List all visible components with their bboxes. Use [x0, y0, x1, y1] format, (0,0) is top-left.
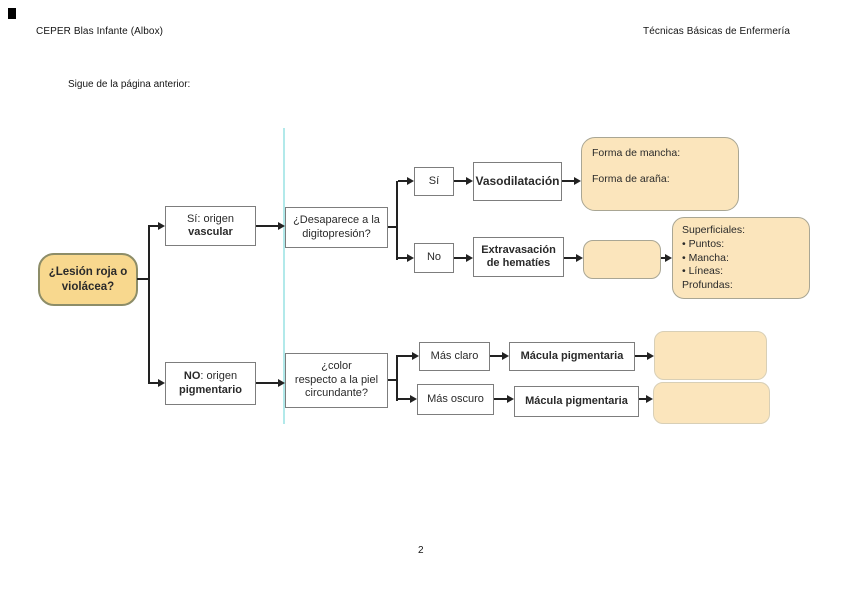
connector-line [454, 257, 466, 259]
connector-line [148, 225, 158, 227]
connector-line [454, 180, 466, 182]
node-si-origen-vascular: Sí: origen vascular [165, 206, 256, 246]
node-mas-claro: Más claro [419, 342, 490, 371]
node-label: Sí: origen [186, 212, 235, 225]
arrowhead-icon [647, 352, 654, 360]
connector-line [494, 398, 507, 400]
node-label: violácea? [61, 280, 115, 293]
annotation-line: Forma de mancha: [592, 147, 681, 159]
node-no: No [414, 243, 454, 273]
arrowhead-icon [407, 254, 414, 262]
node-label: Mácula pigmentaria [525, 394, 628, 407]
annotation-line: Profundas: [682, 279, 733, 292]
connector-line [398, 257, 407, 259]
node-label: pigmentario [179, 383, 242, 396]
header-right: Técnicas Básicas de Enfermería [643, 26, 790, 37]
node-label: de hematíes [486, 257, 551, 269]
connector-line [562, 180, 574, 182]
node-label: Extravasación [481, 243, 556, 256]
node-desaparece-digitopresion: ¿Desaparece a la digitopresión? [285, 207, 388, 248]
annotation-line: • Líneas: [682, 265, 724, 278]
connector-line [137, 278, 148, 280]
node-label: ¿color [321, 360, 352, 373]
node-label: respecto a la piel [294, 373, 379, 386]
annotation-line: Superficiales: [682, 224, 746, 236]
connector-line [398, 180, 407, 182]
page-number: 2 [418, 545, 424, 556]
intro-text: Sigue de la página anterior: [68, 79, 191, 90]
connector-line [398, 355, 412, 357]
arrowhead-icon [278, 379, 285, 387]
node-macula-pigmentaria-claro: Mácula pigmentaria [509, 342, 635, 371]
annotation-empty-hematies [583, 240, 661, 279]
arrowhead-icon [574, 177, 581, 185]
connector-line [564, 257, 576, 259]
scan-corner-mark [8, 8, 16, 19]
connector-line [388, 379, 396, 381]
node-label-rest: : origen [200, 370, 238, 383]
connector-line [388, 226, 396, 228]
connector-line [256, 225, 278, 227]
connector-line [635, 355, 647, 357]
node-label: Mácula pigmentaria [520, 349, 624, 362]
node-label: circundante? [305, 387, 368, 400]
node-color-respecto-piel: ¿color respecto a la piel circundante? [285, 353, 388, 408]
node-vasodilatacion: Vasodilatación [473, 162, 562, 201]
node-label: Sí [428, 174, 440, 187]
node-label: Vasodilatación [475, 174, 560, 189]
arrowhead-icon [646, 395, 653, 403]
annotation-superficiales: Superficiales: • Puntos: • Mancha: • Lín… [672, 217, 810, 299]
node-macula-pigmentaria-oscuro: Mácula pigmentaria [514, 386, 639, 417]
node-si: Sí [414, 167, 454, 196]
annotation-line: • Mancha: [682, 251, 729, 264]
node-no-origen-pigmentario: NO: origen pigmentario [165, 362, 256, 405]
arrowhead-icon [412, 352, 419, 360]
connector-line [396, 181, 398, 260]
arrowhead-icon [158, 379, 165, 387]
annotation-empty-oscuro [653, 382, 770, 424]
vertical-divider-line [283, 128, 285, 424]
annotation-empty-claro [654, 331, 767, 380]
node-extravasacion: Extravasación de hematíes [473, 237, 564, 277]
arrowhead-icon [665, 254, 672, 262]
connector-line [148, 382, 158, 384]
connector-line [661, 257, 665, 259]
annotation-line: Forma de araña: [592, 173, 670, 185]
node-label: digitopresión? [302, 227, 371, 240]
connector-line [396, 355, 398, 401]
arrowhead-icon [158, 222, 165, 230]
arrowhead-icon [507, 395, 514, 403]
arrowhead-icon [278, 222, 285, 230]
node-label: NO: origen [184, 370, 237, 383]
node-label: No [426, 251, 442, 264]
annotation-forma: Forma de mancha: Forma de araña: [581, 137, 739, 211]
arrowhead-icon [576, 254, 583, 262]
annotation-line: • Puntos: [682, 237, 725, 250]
arrowhead-icon [466, 177, 473, 185]
node-label: ¿Lesión roja o [48, 266, 128, 279]
node-label-bold: NO [183, 370, 201, 383]
arrowhead-icon [502, 352, 509, 360]
connector-line [490, 355, 502, 357]
node-mas-oscuro: Más oscuro [417, 384, 494, 415]
arrowhead-icon [410, 395, 417, 403]
node-label: Más claro [430, 349, 479, 362]
connector-line [639, 398, 646, 400]
node-label: Más oscuro [427, 392, 484, 405]
header-left: CEPER Blas Infante (Albox) [36, 26, 164, 37]
node-label: vascular [188, 226, 233, 238]
arrowhead-icon [407, 177, 414, 185]
arrowhead-icon [466, 254, 473, 262]
connector-line [256, 382, 278, 384]
connector-line [398, 398, 410, 400]
node-label: ¿Desaparece a la [293, 214, 380, 227]
connector-line [148, 225, 150, 384]
node-lesion-roja: ¿Lesión roja o violácea? [38, 253, 138, 306]
